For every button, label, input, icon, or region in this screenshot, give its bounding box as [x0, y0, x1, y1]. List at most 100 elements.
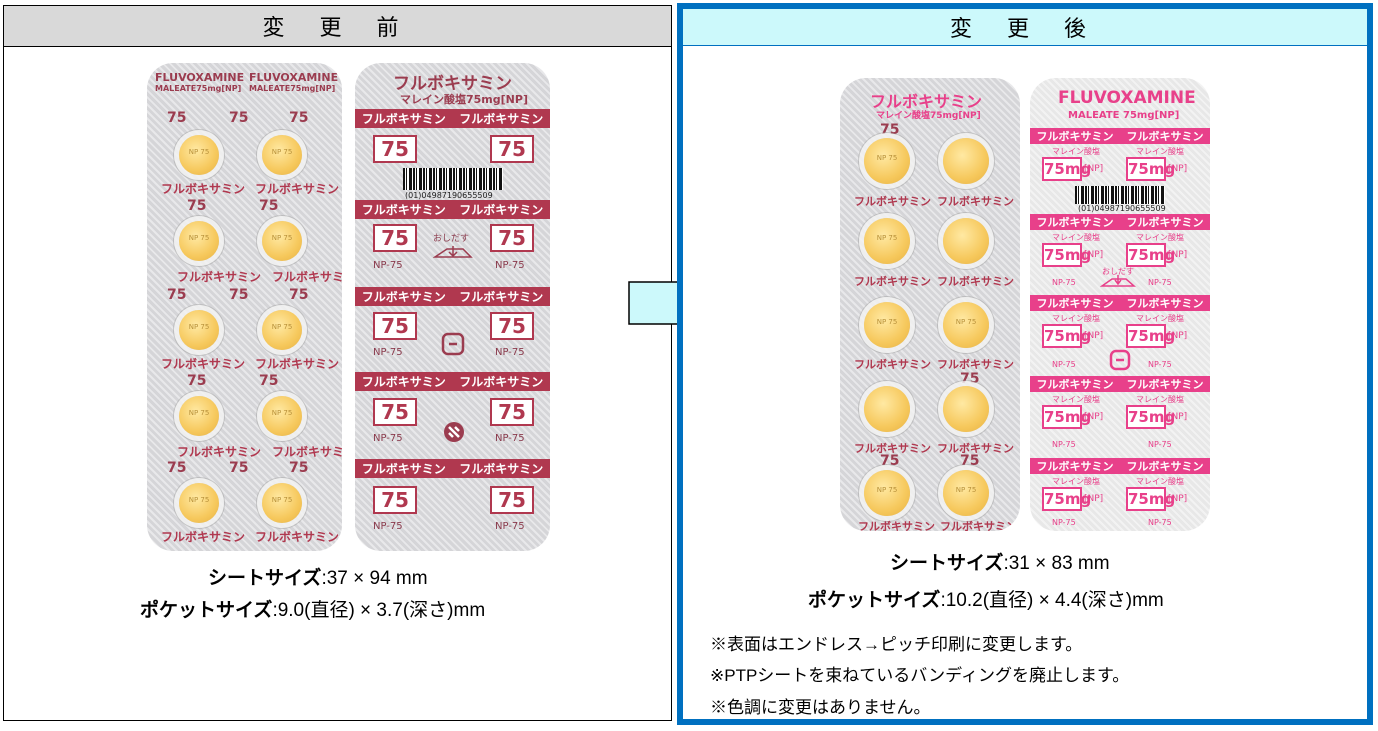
after-header: 変 更 後 [683, 9, 1367, 46]
sub-label: マレイン酸塩 [1052, 233, 1100, 242]
np-code: NP-75 [373, 521, 403, 532]
after-sheet-print-side: FLUVOXAMINE MALEATE 75mg[NP] フルボキサミンフルボキ… [1030, 78, 1210, 531]
tablet [943, 386, 989, 432]
strength-box: 75 [490, 224, 534, 252]
after-pocket-size: ポケットサイズ:10.2(直径) × 4.4(深さ)mm [808, 590, 1164, 611]
barcode-number: (01)04987190655509 [405, 191, 493, 200]
tablet: NP 75 [179, 310, 219, 350]
np-bracket: [NP] [1084, 250, 1104, 260]
brand-bar: フルボキサミンフルボキサミン [1030, 128, 1210, 144]
row-label: フルボキサミン [937, 195, 1014, 208]
nipro-logo-icon [443, 421, 465, 443]
after-sheet-size: シートサイズ:31 × 83 mm [890, 553, 1110, 574]
np-code: NP-75 [1148, 440, 1172, 449]
strength-box: 75 [373, 135, 417, 163]
row-label: フルボキサミン [255, 357, 340, 371]
brand-bar: フルボキサミンフルボキサミン [355, 459, 550, 478]
after-sheet-b-top-text-1: FLUVOXAMINE [1058, 88, 1196, 108]
after-panel: 変 更 後 [677, 3, 1373, 725]
brand-bar: フルボキサミンフルボキサミン [355, 287, 550, 306]
tablet: NP 75 [179, 483, 219, 523]
tablet: NP 75 [262, 483, 302, 523]
np-code: NP-75 [495, 521, 525, 532]
before-sheet-a-top-text-1b: FLUVOXAMINE [249, 71, 339, 84]
strength-box: 75mg [1042, 324, 1091, 348]
before-sheet-b-sub: マレイン酸塩75mg[NP] [400, 93, 528, 106]
row-label: フルボキサミン [272, 445, 342, 459]
before-pocket-size: ポケットサイズ:9.0(直径) × 3.7(深さ)mm [140, 600, 486, 621]
push-out-icon [1099, 274, 1136, 288]
strength-box: 75mg [1126, 487, 1175, 511]
np-bracket: [NP] [1168, 412, 1188, 422]
tablet: NP 75 [864, 470, 910, 516]
brand-bar: フルボキサミンフルボキサミン [1030, 214, 1210, 230]
recycle-icon [440, 331, 466, 357]
strength-box: 75 [373, 398, 417, 426]
strength-label: 75 [259, 198, 279, 214]
after-sheet-a-brand: フルボキサミン [870, 92, 983, 111]
barcode-number: (01)04987190655509 [1078, 204, 1166, 213]
strength-label: 75 [167, 287, 187, 303]
np-bracket: [NP] [1168, 250, 1188, 260]
strength-box: 75 [490, 398, 534, 426]
row-label: フルボキサミン [255, 530, 340, 544]
strength-label: 75 [187, 198, 207, 214]
tablet [864, 386, 910, 432]
tablet: NP 75 [864, 218, 910, 264]
np-bracket: [NP] [1168, 494, 1188, 504]
row-label: フルボキサミン [854, 442, 931, 455]
push-label: おしだす [1102, 267, 1134, 276]
before-sheet-b-brand: フルボキサミン [393, 74, 512, 94]
tablet: NP 75 [864, 302, 910, 348]
tablet: NP 75 [179, 396, 219, 436]
before-header: 変 更 前 [4, 6, 671, 47]
sub-label: マレイン酸塩 [1136, 314, 1184, 323]
np-bracket: [NP] [1084, 494, 1104, 504]
strength-box: 75mg [1126, 157, 1175, 181]
before-sheet-size: シートサイズ:37 × 94 mm [208, 568, 428, 589]
tablet [943, 218, 989, 264]
note-2: ※PTPシートを束ねているバンディングを廃止します。 [710, 666, 1130, 685]
push-out-icon [432, 245, 473, 261]
strength-label: 75 [289, 110, 309, 126]
brand-bar: フルボキサミンフルボキサミン [1030, 458, 1210, 474]
row-label: フルボキサミン [937, 442, 1014, 455]
np-code: NP-75 [1052, 278, 1076, 287]
strength-label: 75 [880, 453, 900, 469]
strength-box: 75 [490, 135, 534, 163]
strength-box: 75 [373, 312, 417, 340]
np-code: NP-75 [373, 260, 403, 271]
strength-label: 75 [167, 460, 187, 476]
row-label: フルボキサミン [161, 530, 246, 544]
after-sheet-tablet-side: フルボキサミン マレイン酸塩75mg[NP] 75 NP 75 フルボキサミン … [840, 78, 1020, 531]
strength-label: 75 [259, 373, 279, 389]
np-bracket: [NP] [1168, 164, 1188, 174]
row-label: フルボキサミン [255, 182, 340, 196]
np-bracket: [NP] [1084, 412, 1104, 422]
row-label: フルボキサミン [937, 275, 1014, 288]
np-code: NP-75 [1148, 518, 1172, 527]
strength-label: 75 [289, 287, 309, 303]
strength-label: 75 [880, 122, 900, 138]
strength-label: 75 [229, 110, 249, 126]
strength-box: 75 [373, 486, 417, 514]
strength-box: 75mg [1126, 405, 1175, 429]
barcode [1075, 186, 1165, 204]
strength-box: 75 [490, 486, 534, 514]
sub-label: マレイン酸塩 [1052, 147, 1100, 156]
np-code: NP-75 [373, 433, 403, 444]
strength-box: 75mg [1042, 243, 1091, 267]
strength-box: 75mg [1042, 157, 1091, 181]
strength-box: 75mg [1042, 487, 1091, 511]
brand-bar: フルボキサミンフルボキサミン [1030, 295, 1210, 311]
strength-box: 75mg [1126, 324, 1175, 348]
np-bracket: [NP] [1084, 331, 1104, 341]
sub-label: マレイン酸塩 [1052, 477, 1100, 486]
tablet: NP 75 [262, 221, 302, 261]
row-label: フルボキサミン [161, 182, 246, 196]
row-label: フルボキサミン [937, 358, 1014, 371]
sub-label: マレイン酸塩 [1136, 147, 1184, 156]
row-label: フルボキサミン [161, 357, 246, 371]
brand-bar: フルボキサミンフルボキサミン [1030, 376, 1210, 392]
sub-label: マレイン酸塩 [1136, 233, 1184, 242]
